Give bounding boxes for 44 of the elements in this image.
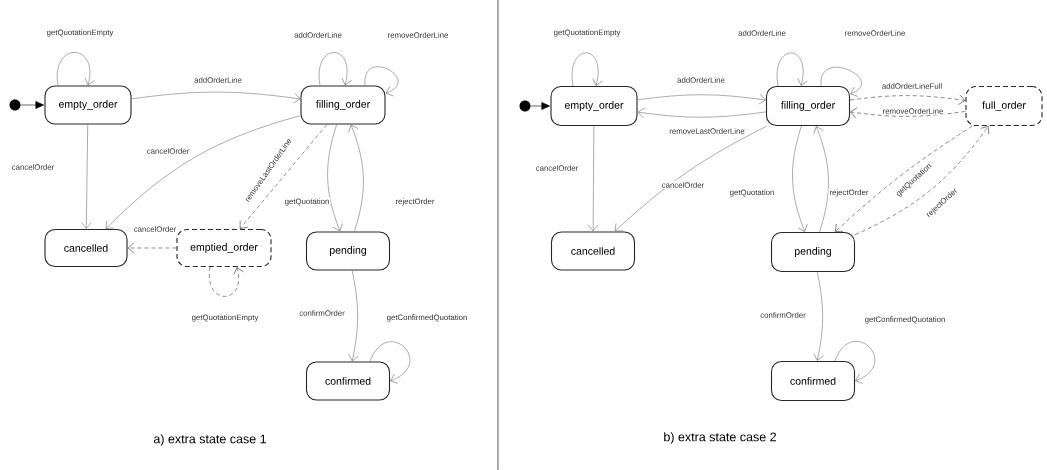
state-box: pending (305, 231, 391, 271)
arrow (854, 126, 990, 235)
arrow (20, 101, 44, 109)
state-box: filling_order (765, 85, 851, 127)
arrow (850, 107, 966, 118)
arrow (637, 93, 766, 105)
state-box: pending (770, 231, 856, 273)
arrow (105, 115, 301, 229)
arrow (348, 270, 359, 362)
arrow (364, 66, 399, 97)
state-box: confirmed (305, 361, 391, 401)
arrow (813, 126, 829, 233)
caption: b) extra state case 2 (664, 432, 776, 444)
arrow (834, 341, 876, 384)
arrow (56, 52, 95, 86)
state-box: filling_order (300, 85, 386, 125)
arrow (835, 125, 973, 232)
arrow (813, 271, 824, 361)
arrow (209, 266, 244, 297)
arrow (81, 124, 92, 229)
arrow (792, 125, 808, 232)
state-box: full_order (965, 85, 1043, 127)
arrow (849, 94, 966, 105)
caption: a) extra state case 1 (153, 434, 266, 446)
arrow (587, 125, 599, 232)
arrow (327, 124, 343, 232)
state-box: cancelled (44, 228, 128, 268)
arrow (239, 124, 328, 229)
arrow (369, 341, 411, 384)
arrow (571, 52, 603, 87)
arrow (348, 124, 364, 232)
state-box: emptied_order (176, 228, 272, 268)
state-box: confirmed (770, 360, 856, 402)
state-box: empty_order (550, 85, 638, 127)
arrow (776, 52, 808, 87)
arrow (127, 242, 177, 254)
arrow (614, 125, 768, 232)
arrow (530, 102, 550, 110)
arrow (131, 91, 301, 104)
arrow (637, 107, 767, 119)
arrow (820, 66, 862, 97)
arrow (318, 52, 352, 86)
state-box: empty_order (44, 85, 132, 125)
state-box: cancelled (550, 231, 636, 271)
